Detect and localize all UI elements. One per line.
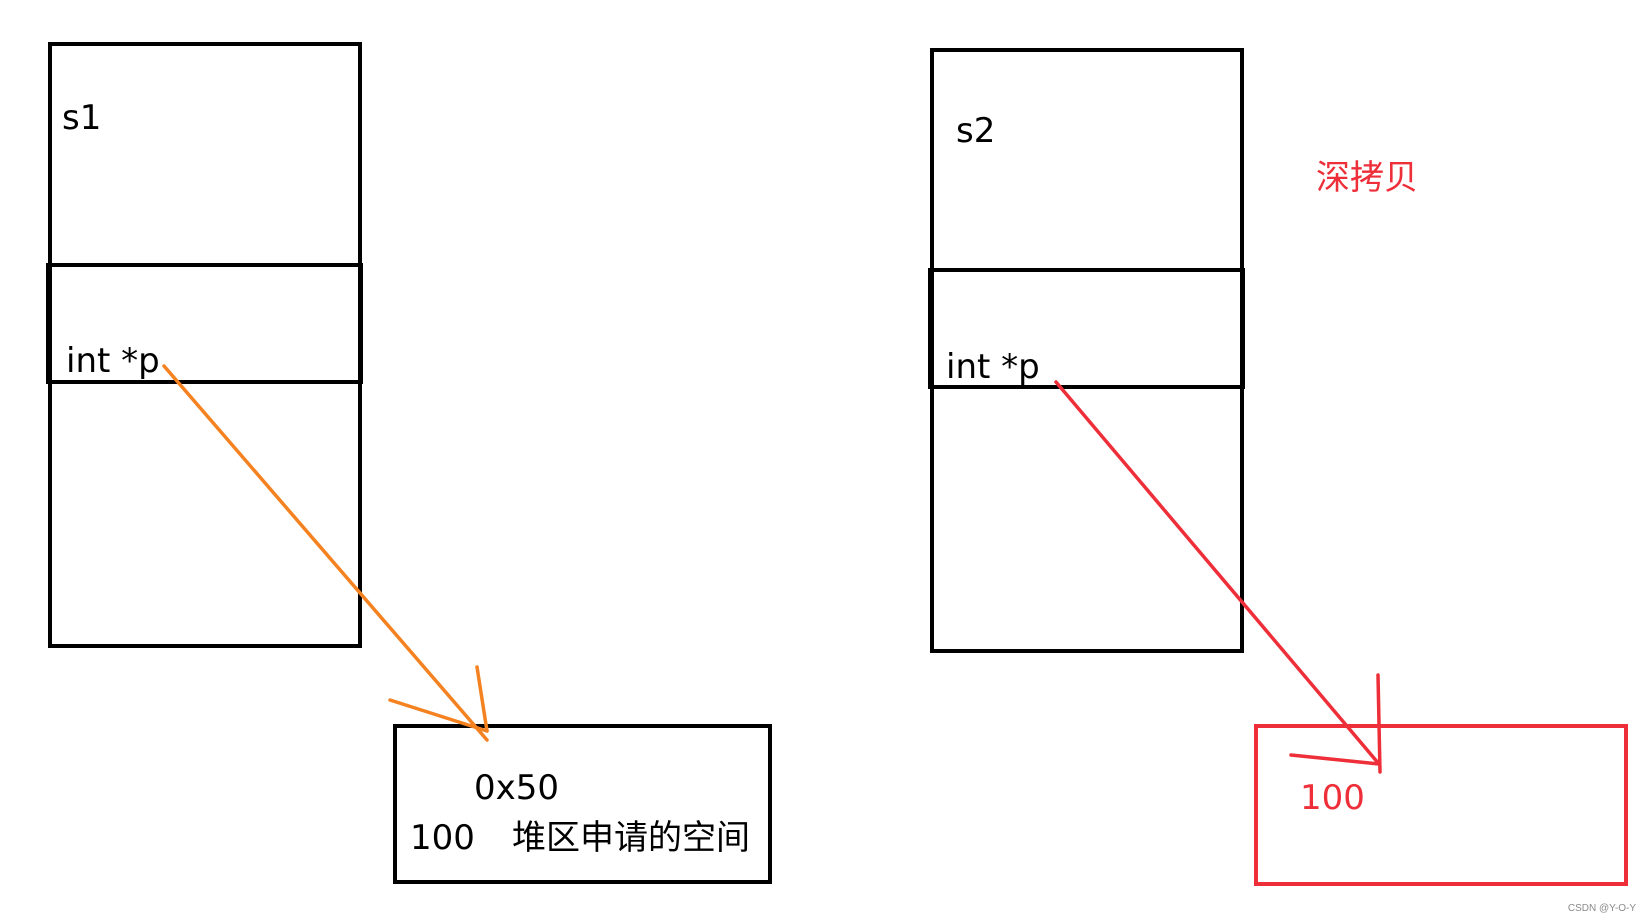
heap-s2-value: 100 [1300,778,1365,818]
pointer-arrow-s2 [1054,380,1382,774]
heap-block-s1 [393,724,772,884]
pointer-arrow-s1 [162,364,489,742]
object-s1-member: int *p [66,341,160,381]
object-s2-member: int *p [946,347,1040,387]
heap-block-s2 [1254,724,1628,886]
heap-s1-value: 100 [410,818,475,858]
pointer-arrow-s2-line [1054,380,1381,766]
pointer-arrow-s2-head-left [1289,753,1381,766]
object-s2 [928,48,1245,653]
watermark: CSDN @Y-O-Y [1567,903,1636,914]
pointer-arrow-s1-head-right [475,665,489,733]
object-s2-pointer-slot [928,268,1245,389]
pointer-arrow-s2-head-right [1376,673,1382,774]
object-s1 [46,42,363,648]
object-s1-name: s1 [62,98,102,138]
pointer-arrow-s1-line [162,364,489,742]
heap-s1-caption: 堆区申请的空间 [512,818,750,858]
object-s2-name: s2 [956,111,996,151]
deep-copy-title: 深拷贝 [1316,158,1418,198]
heap-s1-address: 0x50 [474,768,560,808]
object-s1-pointer-slot [46,263,363,384]
pointer-arrow-s1-head-left [388,698,489,733]
